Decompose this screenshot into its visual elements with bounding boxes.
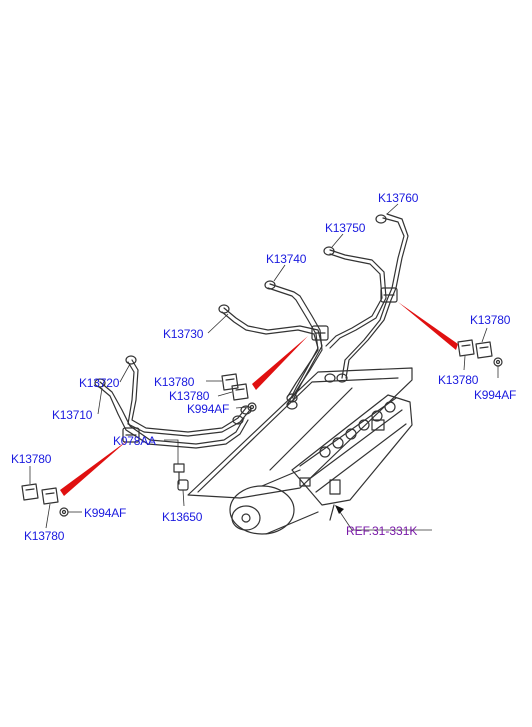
leader-k13710: [97, 387, 103, 415]
bolt-k078aa: [173, 463, 185, 485]
leader-k13650: [182, 489, 185, 507]
leader-k13780-mid-b: [217, 391, 233, 397]
pipe-k13760: [341, 213, 409, 379]
leader-k13780-left-bottom: [45, 503, 51, 529]
leader-k13780-right-bottom: [463, 355, 466, 371]
pipe-k13750: [323, 246, 387, 349]
clamp-detail-right: [457, 339, 503, 367]
label-k13760: K13760: [378, 191, 419, 205]
pipe-clamp-top-right: [380, 287, 398, 303]
leader-k994af-mid: [235, 406, 249, 409]
injection-pump: [229, 394, 413, 535]
label-k13650: K13650: [162, 510, 203, 524]
leader-k078aa: [164, 439, 179, 464]
leader-k13730: [207, 313, 229, 334]
label-k994af-left: K994AF: [84, 506, 127, 520]
label-k13780-left-top: K13780: [11, 452, 52, 466]
pump-outline: [187, 367, 413, 499]
leader-k13780-right-top: [481, 327, 488, 343]
leader-k13720: [119, 363, 131, 383]
callout-arrow-left: [60, 440, 128, 496]
label-k13780-right-bottom: K13780: [438, 373, 479, 387]
callout-arrow-right: [398, 302, 458, 350]
label-k994af-mid: K994AF: [187, 402, 230, 416]
label-k13740: K13740: [266, 252, 307, 266]
leader-ref: [339, 511, 432, 531]
label-k13780-left-bottom: K13780: [24, 529, 65, 543]
label-k078aa: K078AA: [113, 434, 156, 448]
leader-k13750: [331, 233, 344, 248]
label-k13750: K13750: [325, 221, 366, 235]
leader-k13740: [273, 264, 286, 282]
callout-arrow-mid: [252, 336, 308, 390]
pipe-k13710: [94, 378, 249, 449]
pipe-k13730: [218, 304, 323, 405]
clamp-detail-left: [21, 483, 69, 517]
leader-k13760: [386, 203, 399, 215]
ref-arrowhead: [335, 505, 344, 514]
label-k13730: K13730: [163, 327, 204, 341]
clamp-detail-mid: [221, 373, 257, 412]
label-k13780-mid-b: K13780: [169, 389, 210, 403]
label-k13710: K13710: [52, 408, 93, 422]
reference-link[interactable]: REF.31-331K: [346, 524, 418, 538]
pipe-fittings: [232, 373, 348, 425]
label-k13720: K13720: [79, 376, 120, 390]
label-k13780-right-top: K13780: [470, 313, 511, 327]
pipe-clamp-center: [311, 325, 329, 341]
pipe-clamp-left: [122, 427, 140, 443]
label-k13780-mid-a: K13780: [154, 375, 195, 389]
label-k994af-right: K994AF: [474, 388, 517, 402]
